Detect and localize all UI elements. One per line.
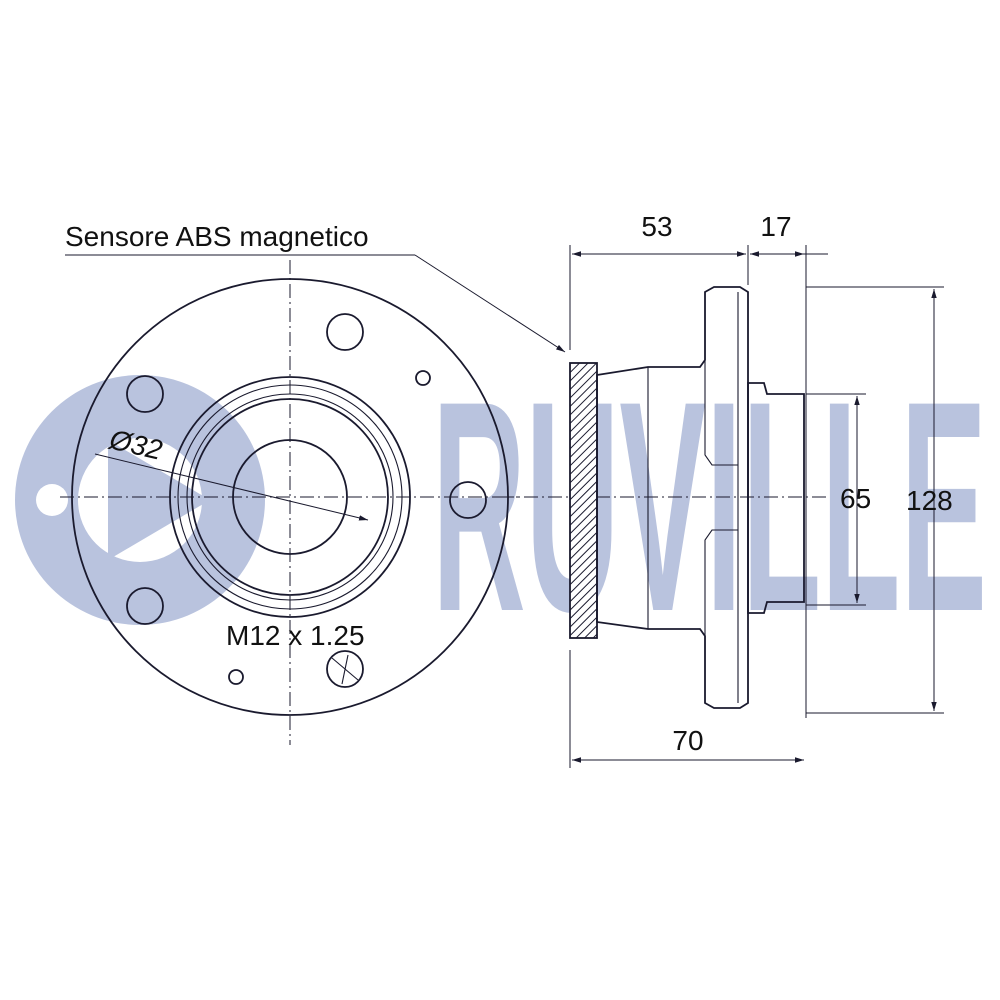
abs-sensor-callout: Sensore ABS magnetico bbox=[65, 221, 566, 353]
ruville-logo-mark bbox=[15, 375, 265, 625]
thread-spec-label: M12 x 1.25 bbox=[226, 620, 365, 651]
wheel-bolt-hole bbox=[326, 313, 364, 351]
bearing-seal bbox=[186, 393, 394, 601]
wheel-bolt-hole bbox=[126, 587, 164, 625]
hub-body bbox=[596, 286, 749, 709]
ruville-watermark: RUVILLE bbox=[15, 338, 987, 674]
side-view: 53 17 70 65 128 bbox=[500, 211, 953, 768]
wheel-bolt-hole bbox=[326, 650, 364, 688]
dim-label-70: 70 bbox=[672, 725, 703, 756]
abs-magnetic-ring bbox=[569, 362, 598, 639]
callout-leader bbox=[414, 254, 566, 353]
bearing-outer-ring bbox=[169, 376, 411, 618]
flange-step-upper bbox=[704, 360, 738, 466]
locating-hole bbox=[415, 370, 431, 386]
watermark-brand-text: RUVILLE bbox=[432, 338, 987, 674]
dim-label-17: 17 bbox=[760, 211, 791, 242]
wheel-bolt-hole bbox=[126, 375, 164, 413]
dim-label-128: 128 bbox=[906, 485, 953, 516]
locating-hole bbox=[228, 669, 244, 685]
front-view: Ø32 M12 x 1.25 bbox=[60, 260, 520, 745]
dim-label-65: 65 bbox=[840, 483, 871, 514]
hub-spigot bbox=[191, 398, 389, 596]
wheel-bolt-hole bbox=[449, 481, 487, 519]
dim-label-53: 53 bbox=[641, 211, 672, 242]
bolt-hole-marker bbox=[341, 654, 349, 685]
abs-sensor-label: Sensore ABS magnetico bbox=[65, 221, 369, 252]
bearing-ring-inner-edge bbox=[177, 384, 403, 610]
hub-pilot bbox=[747, 382, 805, 614]
center-bore bbox=[232, 439, 348, 555]
bore-diameter-leader bbox=[94, 453, 369, 521]
flange-step-lower bbox=[704, 529, 738, 636]
